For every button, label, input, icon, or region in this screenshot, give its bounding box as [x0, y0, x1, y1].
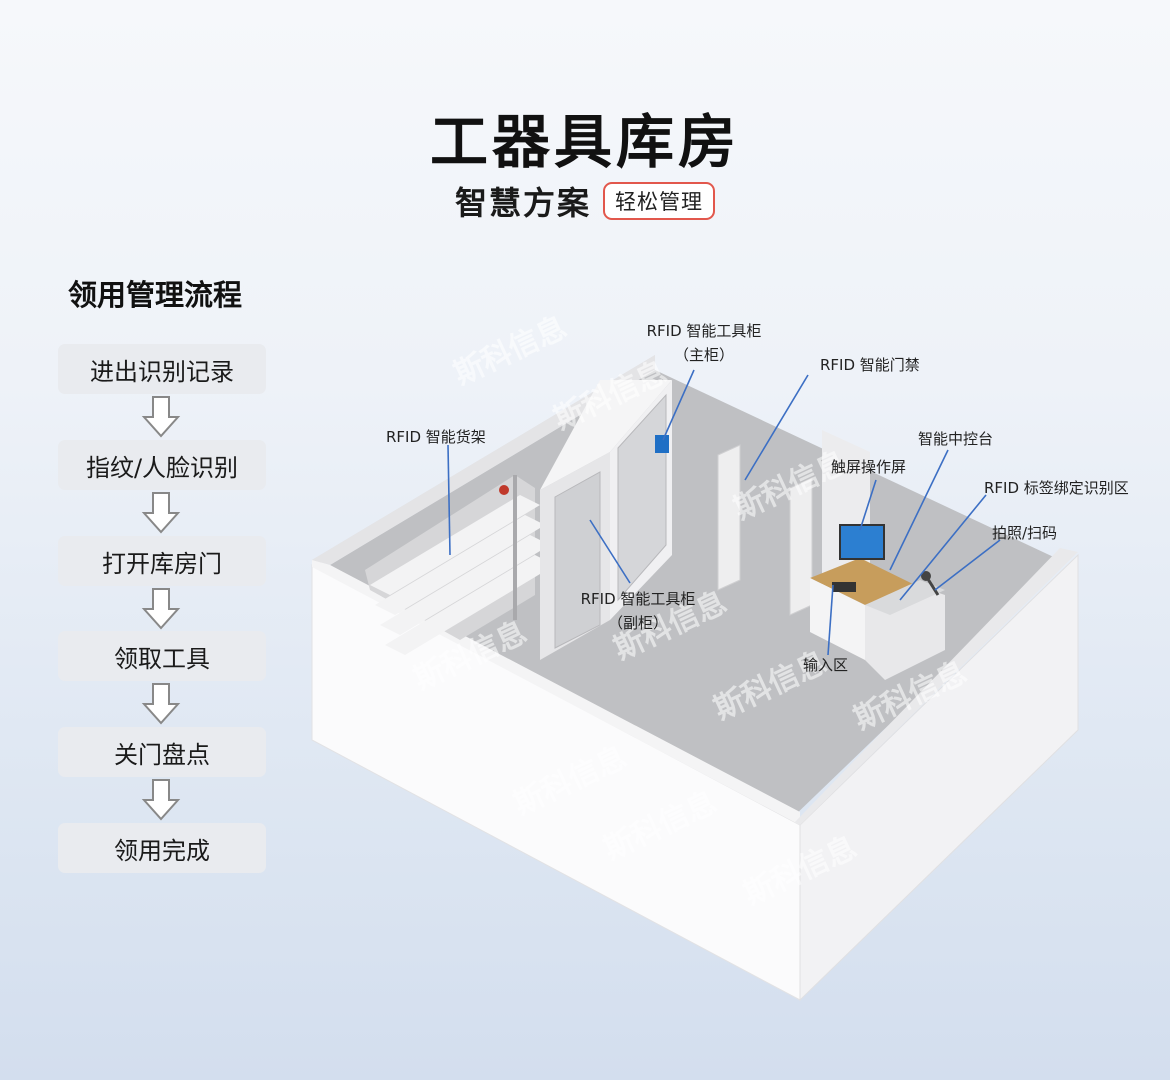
flow-step-2: 指纹/人脸识别 [58, 440, 266, 490]
subtitle-row: 智慧方案 轻松管理 [0, 178, 1170, 224]
down-arrow-icon [141, 779, 181, 821]
label-sub-cabinet-line2: （副柜） [607, 614, 668, 632]
flow-step-1: 进出识别记录 [58, 344, 266, 394]
label-main-cabinet: RFID 智能工具柜 （主柜） [636, 319, 772, 367]
label-main-cabinet-line1: RFID 智能工具柜 [646, 322, 762, 340]
down-arrow-icon [141, 396, 181, 438]
watermark-text: 斯科信息 [449, 310, 573, 392]
label-input-zone: 输入区 [803, 656, 849, 674]
page-title: 工器具库房 [429, 108, 740, 176]
label-smart-gate: RFID 智能门禁 [820, 356, 920, 374]
smart-gate [717, 444, 741, 591]
flow-step-4: 领取工具 [58, 631, 266, 681]
flow-step-5: 关门盘点 [58, 727, 266, 777]
label-sub-cabinet: RFID 智能工具柜 （副柜） [570, 587, 706, 635]
label-sub-cabinet-line1: RFID 智能工具柜 [580, 590, 696, 608]
subtitle: 智慧方案 [454, 184, 591, 222]
back-left-wall [312, 355, 655, 565]
front-right-wall [799, 553, 1079, 1002]
tool-cabinets [540, 380, 672, 660]
smart-shelf [365, 475, 555, 655]
label-smart-shelf: RFID 智能货架 [386, 428, 486, 446]
flow-step-6: 领用完成 [58, 823, 266, 873]
subtitle-tag: 轻松管理 [603, 182, 715, 220]
label-camera-scan: 拍照/扫码 [992, 524, 1058, 542]
flow-title: 领用管理流程 [68, 278, 243, 312]
down-arrow-icon [141, 683, 181, 725]
label-control-console: 智能中控台 [918, 430, 994, 448]
leader-lines [447, 369, 1001, 656]
flow-step-3: 打开库房门 [58, 536, 266, 586]
label-tag-zone: RFID 标签绑定识别区 [984, 479, 1129, 497]
label-touchscreen: 触屏操作屏 [831, 458, 907, 476]
label-main-cabinet-line2: （主柜） [673, 346, 734, 364]
control-console [810, 524, 945, 680]
down-arrow-icon [141, 492, 181, 534]
down-arrow-icon [141, 588, 181, 630]
